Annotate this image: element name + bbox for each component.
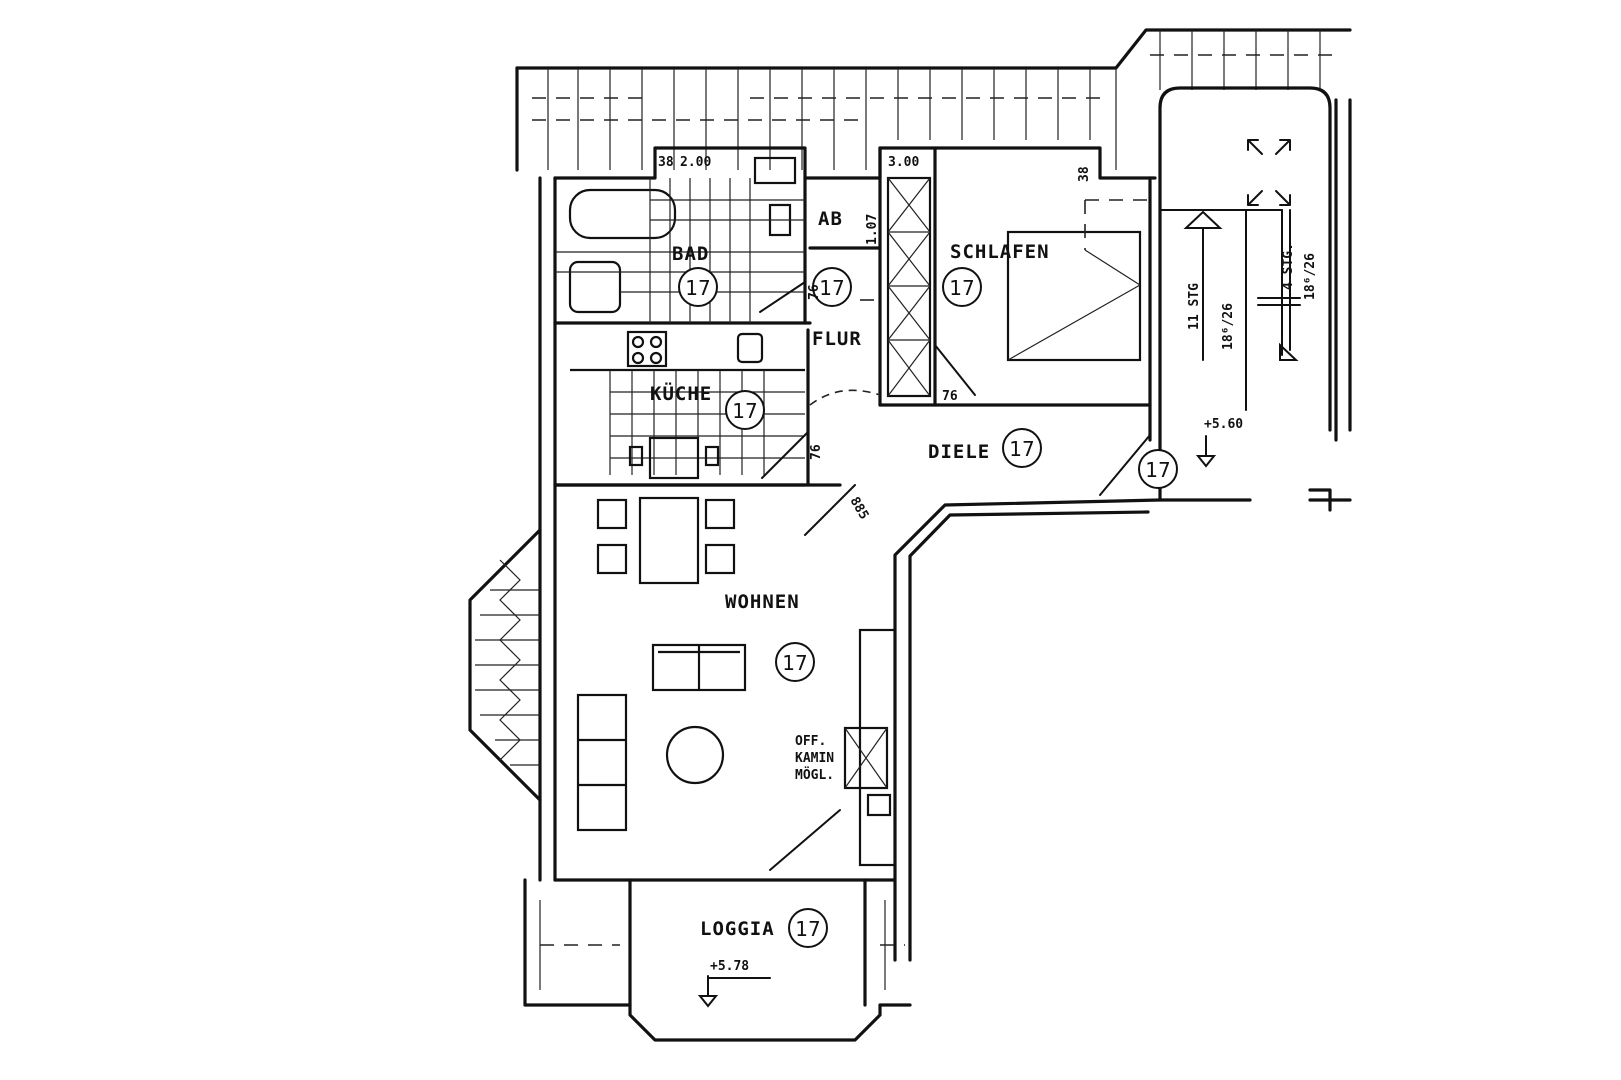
fireplace-note-line2: KAMIN	[795, 751, 834, 766]
svg-text:17: 17	[732, 399, 757, 423]
svg-text:17: 17	[782, 651, 807, 675]
dim-door-wohnen: 885	[847, 495, 872, 523]
neighbour-walls	[1308, 98, 1338, 512]
stairwell: 11 STG 18⁶/26 4 STG. 18⁶/26 +5.60	[1158, 86, 1352, 468]
svg-text:17: 17	[795, 917, 820, 941]
svg-text:17: 17	[1009, 437, 1034, 461]
unit-badge-loggia: 17	[788, 908, 828, 948]
dim-schlafen-width: 3.00	[888, 155, 919, 170]
stove	[626, 330, 668, 368]
sofa-left	[576, 693, 628, 832]
room-label-flur: FLUR	[812, 328, 862, 350]
wardrobe	[886, 176, 932, 398]
level-loggia: +5.78	[710, 959, 749, 974]
unit-badge-wohnen: 17	[775, 642, 815, 682]
svg-text:17: 17	[685, 276, 710, 300]
dim-door-schlafen: 76	[942, 389, 958, 404]
unit-badge-kueche: 17	[725, 390, 765, 430]
kueche-tiles	[609, 370, 805, 475]
sideboard	[858, 628, 897, 867]
stair-side-steps: 4 STG.	[1281, 243, 1296, 290]
unit-badges: 17 17 17 17 17 17 17 17	[678, 267, 1178, 948]
dim-door-kueche: 76	[809, 444, 824, 460]
kitchen-table	[648, 436, 700, 480]
dim-door-flur: 76	[807, 284, 822, 300]
dim-bad-width: 2.00	[680, 155, 711, 170]
wohnen-fixtures	[576, 496, 897, 871]
washbasin	[568, 260, 622, 314]
unit-badge-flur: 17	[812, 267, 852, 307]
unit-badge-bad: 17	[678, 267, 718, 307]
loggia: +5.78	[523, 878, 912, 1042]
kueche-fixtures	[570, 330, 809, 480]
coffee-table	[665, 725, 725, 785]
unit-badge-diele: 17	[1002, 428, 1042, 468]
bed	[1006, 230, 1142, 362]
unit-badge-stair: 17	[1138, 449, 1178, 489]
room-labels: BAD AB FLUR KÜCHE SCHLAFEN DIELE WOHNEN …	[650, 208, 1050, 940]
room-label-kueche: KÜCHE	[650, 381, 712, 405]
outer-walls	[538, 146, 1352, 962]
fireplace-note-line1: OFF.	[795, 734, 826, 749]
fireplace-note-line3: MÖGL.	[795, 767, 834, 783]
svg-text:17: 17	[949, 276, 974, 300]
room-label-bad: BAD	[672, 243, 709, 265]
dim-ab-depth: 1.07	[865, 214, 880, 245]
fireplace	[843, 726, 889, 790]
fireplace-note: OFF. KAMIN MÖGL.	[795, 734, 834, 783]
bay-window	[468, 528, 542, 802]
room-label-wohnen: WOHNEN	[725, 591, 800, 613]
dim-bad-wall: 38	[658, 155, 674, 170]
unit-badge-schlafen: 17	[942, 267, 982, 307]
sink	[736, 332, 764, 364]
dining-table	[638, 496, 700, 585]
svg-text:17: 17	[819, 276, 844, 300]
door-swings	[804, 389, 1151, 536]
room-label-loggia: LOGGIA	[700, 918, 775, 940]
dim-schlafen-wall: 38	[1077, 166, 1092, 182]
room-label-diele: DIELE	[928, 441, 990, 463]
level-stair: +5.60	[1204, 417, 1243, 432]
stair-side-ratio: 18⁶/26	[1303, 253, 1318, 300]
stair-main-ratio: 18⁶/26	[1221, 303, 1236, 350]
schlafen-fixtures	[860, 176, 1150, 398]
top-terrace	[515, 28, 1352, 172]
room-label-schlafen: SCHLAFEN	[950, 241, 1050, 263]
bathtub	[568, 188, 677, 240]
room-label-ab: AB	[818, 208, 843, 230]
svg-text:17: 17	[1145, 458, 1170, 482]
interior-walls	[553, 146, 1152, 487]
bad-fixtures	[555, 156, 806, 323]
stair-main-steps: 11 STG	[1187, 283, 1202, 330]
